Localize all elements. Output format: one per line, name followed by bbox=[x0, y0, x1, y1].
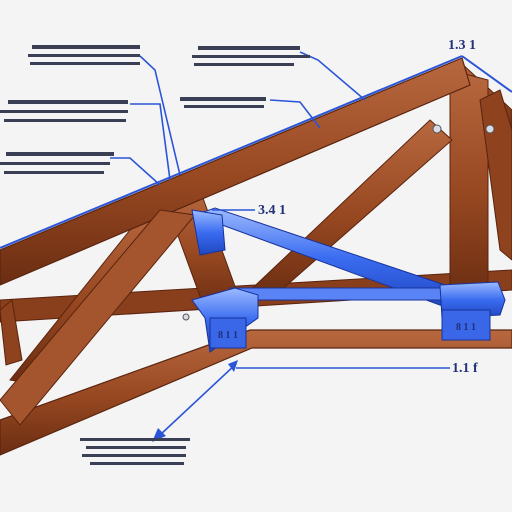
steel-plate-top bbox=[191, 209, 226, 256]
hanger-plate-left: 8 1 1 bbox=[191, 287, 259, 353]
steel-strap-bottom bbox=[229, 287, 451, 301]
callout-placeholder-text bbox=[0, 45, 310, 465]
apex-dimension-label: 1.3 1 bbox=[448, 38, 476, 53]
roof-edge-line bbox=[0, 55, 463, 249]
left-plate-label: 8 1 1 bbox=[218, 330, 238, 341]
bottom-chord-front bbox=[0, 329, 512, 456]
hanger-plate-right: 8 1 1 bbox=[439, 281, 506, 341]
right-plate-label: 8 1 1 bbox=[456, 322, 476, 333]
brace-dimension-label: 3.4 1 bbox=[258, 203, 286, 218]
arrowhead-icon bbox=[228, 360, 238, 372]
top-chord-left bbox=[0, 57, 471, 286]
roof-edge-line-right bbox=[461, 55, 512, 93]
bolt-icon bbox=[182, 313, 190, 321]
leader-lines bbox=[110, 51, 450, 436]
bolt-icon bbox=[432, 124, 442, 134]
bolt-icon bbox=[485, 124, 495, 134]
span-dimension-label: 1.1 f bbox=[452, 361, 478, 376]
web-left-post bbox=[0, 299, 23, 366]
